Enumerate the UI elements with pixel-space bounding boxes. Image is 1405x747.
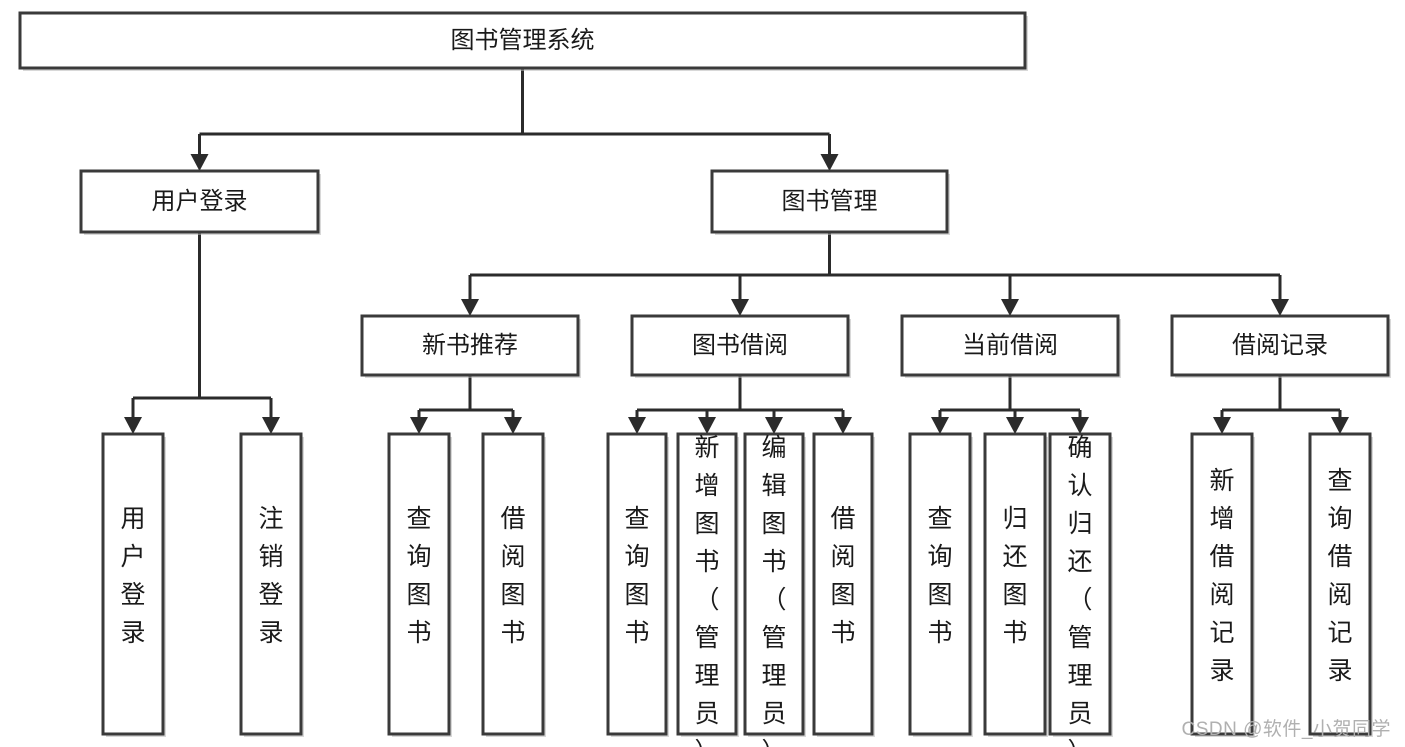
box-outline [1308,432,1372,736]
arrow-head-icon [1006,417,1024,434]
node-label: 查询图书 [624,505,649,647]
arrow-head-icon [1071,417,1089,434]
box-outline [900,314,1120,377]
node-leaf-用户登录[interactable]: 用户登录 [101,432,166,737]
node-leaf-注销登录[interactable]: 注销登录 [239,432,304,737]
node-level2-图书管理[interactable]: 图书管理 [710,169,950,235]
node-label: 确认归还（管理员） [1067,434,1092,747]
node-label: 图书管理系统 [451,27,595,54]
node-leaf-新增图书管理员[interactable]: 新增图书（管理员） [676,432,739,747]
node-leaf-查询图书[interactable]: 查询图书 [606,432,669,737]
arrow-head-icon [124,417,142,434]
node-layer: 图书管理系统用户登录图书管理新书推荐图书借阅当前借阅借阅记录用户登录注销登录查询… [18,11,1391,747]
box-outline [606,432,668,736]
node-label: 用户登录 [120,505,145,647]
box-outline [101,432,165,736]
node-label: 图书管理 [782,188,878,215]
arrow-head-icon [1001,299,1019,316]
box-outline [18,11,1027,70]
node-label: 借阅图书 [500,505,525,647]
arrow-head-icon [1213,417,1231,434]
node-label: 查询图书 [927,505,952,647]
arrow-head-icon [931,417,949,434]
node-leaf-查询借阅记录[interactable]: 查询借阅记录 [1308,432,1373,737]
node-label: 新增借阅记录 [1209,467,1234,685]
node-root-图书管理系统[interactable]: 图书管理系统 [18,11,1028,71]
node-level3-当前借阅[interactable]: 当前借阅 [900,314,1121,378]
node-level2-用户登录[interactable]: 用户登录 [79,169,321,235]
node-leaf-查询图书[interactable]: 查询图书 [387,432,452,737]
node-label: 查询图书 [406,505,431,647]
node-leaf-借阅图书[interactable]: 借阅图书 [812,432,875,737]
box-outline [239,432,303,736]
box-outline [1048,432,1112,736]
box-outline [908,432,972,736]
box-outline [983,432,1047,736]
node-level3-图书借阅[interactable]: 图书借阅 [630,314,851,378]
arrow-head-icon [834,417,852,434]
node-leaf-归还图书[interactable]: 归还图书 [983,432,1048,737]
node-label: 当前借阅 [962,332,1058,359]
box-outline [743,432,805,736]
box-outline [1190,432,1254,736]
arrow-head-icon [262,417,280,434]
arrow-head-icon [731,299,749,316]
node-label: 新书推荐 [422,332,518,359]
arrow-head-icon [698,417,716,434]
box-outline [630,314,850,377]
arrow-head-icon [461,299,479,316]
node-label: 图书借阅 [692,332,788,359]
arrow-head-icon [1331,417,1349,434]
node-leaf-新增借阅记录[interactable]: 新增借阅记录 [1190,432,1255,737]
box-outline [676,432,738,736]
box-outline [1170,314,1390,377]
node-leaf-借阅图书[interactable]: 借阅图书 [481,432,546,737]
box-outline [710,169,949,234]
box-outline [360,314,580,377]
arrow-head-icon [1271,299,1289,316]
box-outline [387,432,451,736]
node-label: 编辑图书（管理员） [761,434,786,747]
node-level3-借阅记录[interactable]: 借阅记录 [1170,314,1391,378]
arrow-head-icon [628,417,646,434]
node-label: 归还图书 [1002,505,1027,647]
arrow-head-icon [765,417,783,434]
arrow-head-icon [410,417,428,434]
node-label: 新增图书（管理员） [694,434,719,747]
arrow-head-icon [190,154,209,171]
node-level3-新书推荐[interactable]: 新书推荐 [360,314,581,378]
connector-layer [124,68,1349,434]
box-outline [481,432,545,736]
arrow-head-icon [504,417,522,434]
node-label: 注销登录 [258,505,283,647]
node-label: 借阅记录 [1232,332,1328,359]
node-leaf-查询图书[interactable]: 查询图书 [908,432,973,737]
node-label: 借阅图书 [830,505,855,647]
node-label: 用户登录 [152,188,248,215]
csdn-watermark: CSDN @软件_小贺同学 [1181,719,1391,740]
box-outline [812,432,874,736]
node-leaf-编辑图书管理员[interactable]: 编辑图书（管理员） [743,432,806,747]
box-outline [79,169,320,234]
node-label: 查询借阅记录 [1327,467,1352,685]
node-leaf-确认归还管理员[interactable]: 确认归还（管理员） [1048,432,1113,747]
arrow-head-icon [820,154,839,171]
